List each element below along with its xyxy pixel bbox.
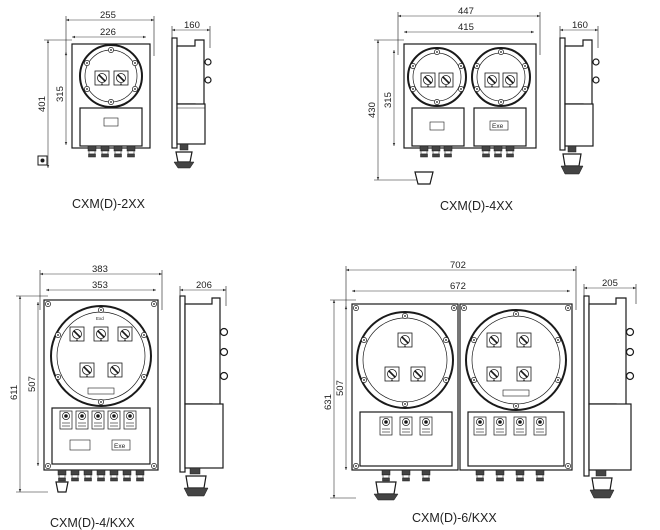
exd-label-4kxx: Exd bbox=[96, 316, 104, 321]
dim-205-label: 205 bbox=[602, 278, 618, 289]
dim-160-label: 160 bbox=[184, 20, 200, 31]
side-view-4xx: 160 bbox=[559, 20, 600, 175]
side-view-2xx: 160 bbox=[171, 20, 212, 169]
dim-401-label: 401 bbox=[37, 96, 48, 112]
side-view-4kxx: 206 bbox=[179, 280, 229, 497]
dim-631-label: 631 bbox=[323, 394, 334, 410]
dim-315-label: 315 bbox=[55, 86, 66, 102]
caption-cxm-4xx: CXM(D)-4XX bbox=[440, 199, 514, 213]
exe-label-4kxx: Exe bbox=[114, 443, 126, 450]
caption-cxm-4kxx: CXM(D)-4/KXX bbox=[50, 516, 135, 530]
dim-353-label: 353 bbox=[92, 280, 108, 291]
caption-cxm-6kxx: CXM(D)-6/KXX bbox=[412, 511, 497, 525]
dim-206-label: 206 bbox=[196, 280, 212, 291]
front-view-2xx: 255 226 401 315 bbox=[37, 10, 155, 168]
exe-label-4xx: Exe bbox=[492, 123, 504, 130]
dim-255-label: 255 bbox=[100, 10, 116, 21]
dim-702-label: 702 bbox=[450, 260, 466, 271]
dim-315-label-4xx: 315 bbox=[383, 92, 394, 108]
dim-430-label: 430 bbox=[367, 102, 378, 118]
front-view-6kxx: 702 672 631 507 bbox=[323, 260, 577, 501]
front-view-4xx: Exe 447 415 430 315 bbox=[367, 6, 541, 180]
front-view-4kxx: Exd Exe 383 353 611 507 bbox=[9, 264, 163, 493]
dim-415-label: 415 bbox=[458, 22, 474, 33]
caption-cxm-2xx: CXM(D)-2XX bbox=[72, 197, 146, 211]
dim-447-label: 447 bbox=[458, 6, 474, 17]
dim-507-label-6kxx: 507 bbox=[335, 380, 346, 396]
dim-383-label: 383 bbox=[92, 264, 108, 275]
dim-160-label-4xx: 160 bbox=[572, 20, 588, 31]
dim-611-label: 611 bbox=[9, 385, 20, 400]
dim-672-label: 672 bbox=[450, 281, 466, 292]
side-view-6kxx: 205 bbox=[583, 278, 637, 499]
dim-226-label: 226 bbox=[100, 27, 116, 38]
dim-507-label: 507 bbox=[27, 376, 38, 392]
